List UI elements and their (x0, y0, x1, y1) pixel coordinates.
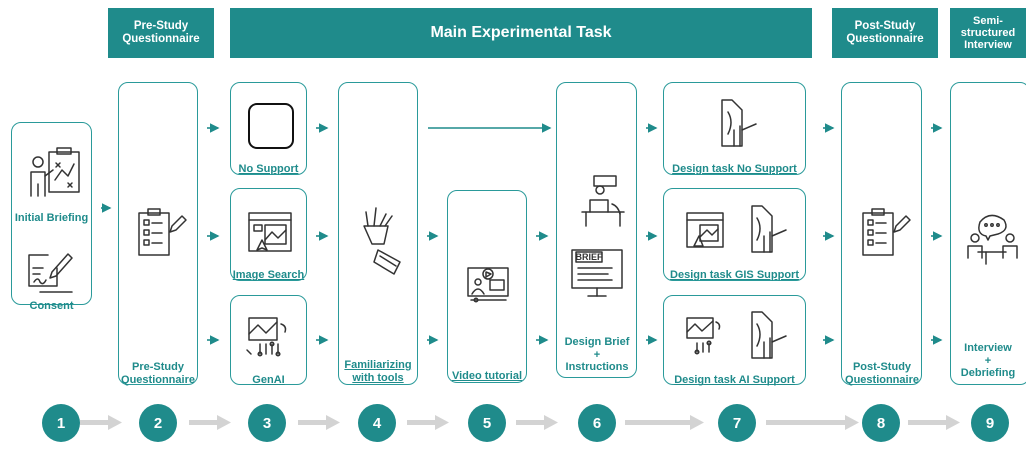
gray-arrow-1 (80, 415, 122, 430)
label-task-gis: Design task GIS Support (670, 269, 799, 281)
header-main-task: Main Experimental Task (230, 8, 812, 58)
step-1: 1 (42, 404, 80, 442)
header-interview: Semi- structured Interview (950, 8, 1026, 58)
label-interview-debriefing: Interview + Debriefing (960, 342, 1016, 380)
header-pre-study: Pre-Study Questionnaire (108, 8, 214, 58)
step-8: 8 (862, 404, 900, 442)
box-image-search (230, 188, 307, 281)
step-3: 3 (248, 404, 286, 442)
label-genai: GenAI (252, 374, 285, 386)
label-video-tutorial: Video tutorial (451, 370, 523, 382)
step-6: 6 (578, 404, 616, 442)
gray-arrow-3 (298, 415, 340, 430)
box-familiarizing (338, 82, 418, 385)
label-no-support: No Support (238, 163, 299, 175)
box-genai (230, 295, 307, 385)
gray-arrow-4 (407, 415, 449, 430)
label-pre-questionnaire: Pre-Study Questionnaire (121, 361, 195, 386)
box-video-tutorial (447, 190, 527, 383)
box-no-support (230, 82, 307, 175)
box-task-gis (663, 188, 806, 281)
gray-arrow-5 (516, 415, 558, 430)
box-task-ai (663, 295, 806, 385)
gray-arrow-7 (766, 415, 859, 430)
label-image-search: Image Search (232, 269, 305, 281)
box-task-no-support (663, 82, 806, 175)
step-2: 2 (139, 404, 177, 442)
gray-arrow-6 (625, 415, 704, 430)
step-5: 5 (468, 404, 506, 442)
box-design-brief (556, 82, 637, 378)
label-familiarizing: Familiarizing with tools (344, 359, 412, 384)
label-initial-briefing: Initial Briefing (14, 212, 89, 224)
step-7: 7 (718, 404, 756, 442)
step-4: 4 (358, 404, 396, 442)
box-pre-questionnaire (118, 82, 198, 385)
label-post-questionnaire: Post-Study Questionnaire (845, 361, 919, 386)
header-post-study: Post-Study Questionnaire (832, 8, 938, 58)
gray-arrow-2 (189, 415, 231, 430)
step-9: 9 (971, 404, 1009, 442)
label-task-no-support: Design task No Support (672, 163, 797, 175)
box-post-questionnaire (841, 82, 922, 385)
label-design-brief: Design Brief + Instructions (564, 336, 630, 374)
gray-arrow-8 (908, 415, 960, 430)
label-consent: Consent (29, 300, 74, 312)
box-interview (950, 82, 1026, 385)
label-task-ai: Design task AI Support (674, 374, 795, 386)
